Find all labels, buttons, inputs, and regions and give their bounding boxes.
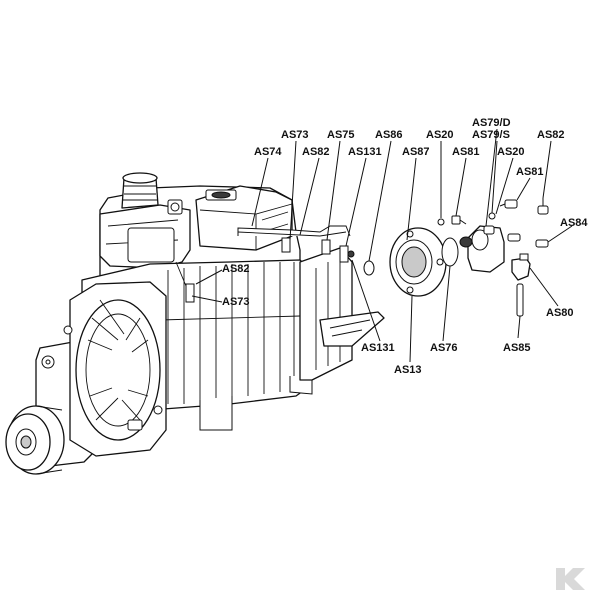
pump-body — [5, 172, 385, 475]
label-as74: AS74 — [254, 146, 282, 158]
label-as79s: AS79/S — [472, 129, 510, 141]
part-as13-flange — [389, 227, 447, 297]
label-as80: AS80 — [546, 307, 574, 319]
part-as80-elbow — [511, 253, 531, 281]
label-as73-top: AS73 — [281, 129, 309, 141]
label-as87: AS87 — [402, 146, 430, 158]
label-as13: AS13 — [394, 364, 422, 376]
label-as82-mid: AS82 — [302, 146, 330, 158]
label-as85: AS85 — [503, 342, 531, 354]
label-as131-top: AS131 — [348, 146, 382, 158]
part-as76-gasket — [441, 237, 459, 267]
label-as75: AS75 — [327, 129, 355, 141]
brand-logo-icon — [556, 568, 585, 590]
label-as76: AS76 — [430, 342, 458, 354]
label-as82-right: AS82 — [537, 129, 565, 141]
part-as85-tube — [516, 283, 524, 317]
part-as20-washer-right — [488, 212, 496, 220]
part-as84-nipple — [507, 233, 549, 248]
leader-lines — [191, 128, 573, 363]
label-as86: AS86 — [375, 129, 403, 141]
label-as131-bottom: AS131 — [361, 342, 395, 354]
part-as20-washer — [437, 218, 445, 226]
label-as20-right: AS20 — [497, 146, 525, 158]
label-as20-top: AS20 — [426, 129, 454, 141]
label-as79d: AS79/D — [472, 117, 511, 129]
label-as84: AS84 — [560, 217, 588, 229]
label-as82-left: AS82 — [222, 263, 250, 275]
part-as81-fitting — [499, 199, 518, 209]
part-as86-oring — [363, 260, 375, 276]
lubrication-pipe — [175, 225, 355, 303]
label-as81-top: AS81 — [452, 146, 480, 158]
part-as79-valve — [459, 225, 505, 273]
part-as82-cap — [537, 198, 549, 215]
label-as81-right: AS81 — [516, 166, 544, 178]
part-as81-screw — [451, 215, 467, 225]
part-labels: AS73 AS75 AS86 AS20 AS79/D AS79/S AS82 A… — [222, 117, 588, 376]
label-as73-left: AS73 — [222, 296, 250, 308]
